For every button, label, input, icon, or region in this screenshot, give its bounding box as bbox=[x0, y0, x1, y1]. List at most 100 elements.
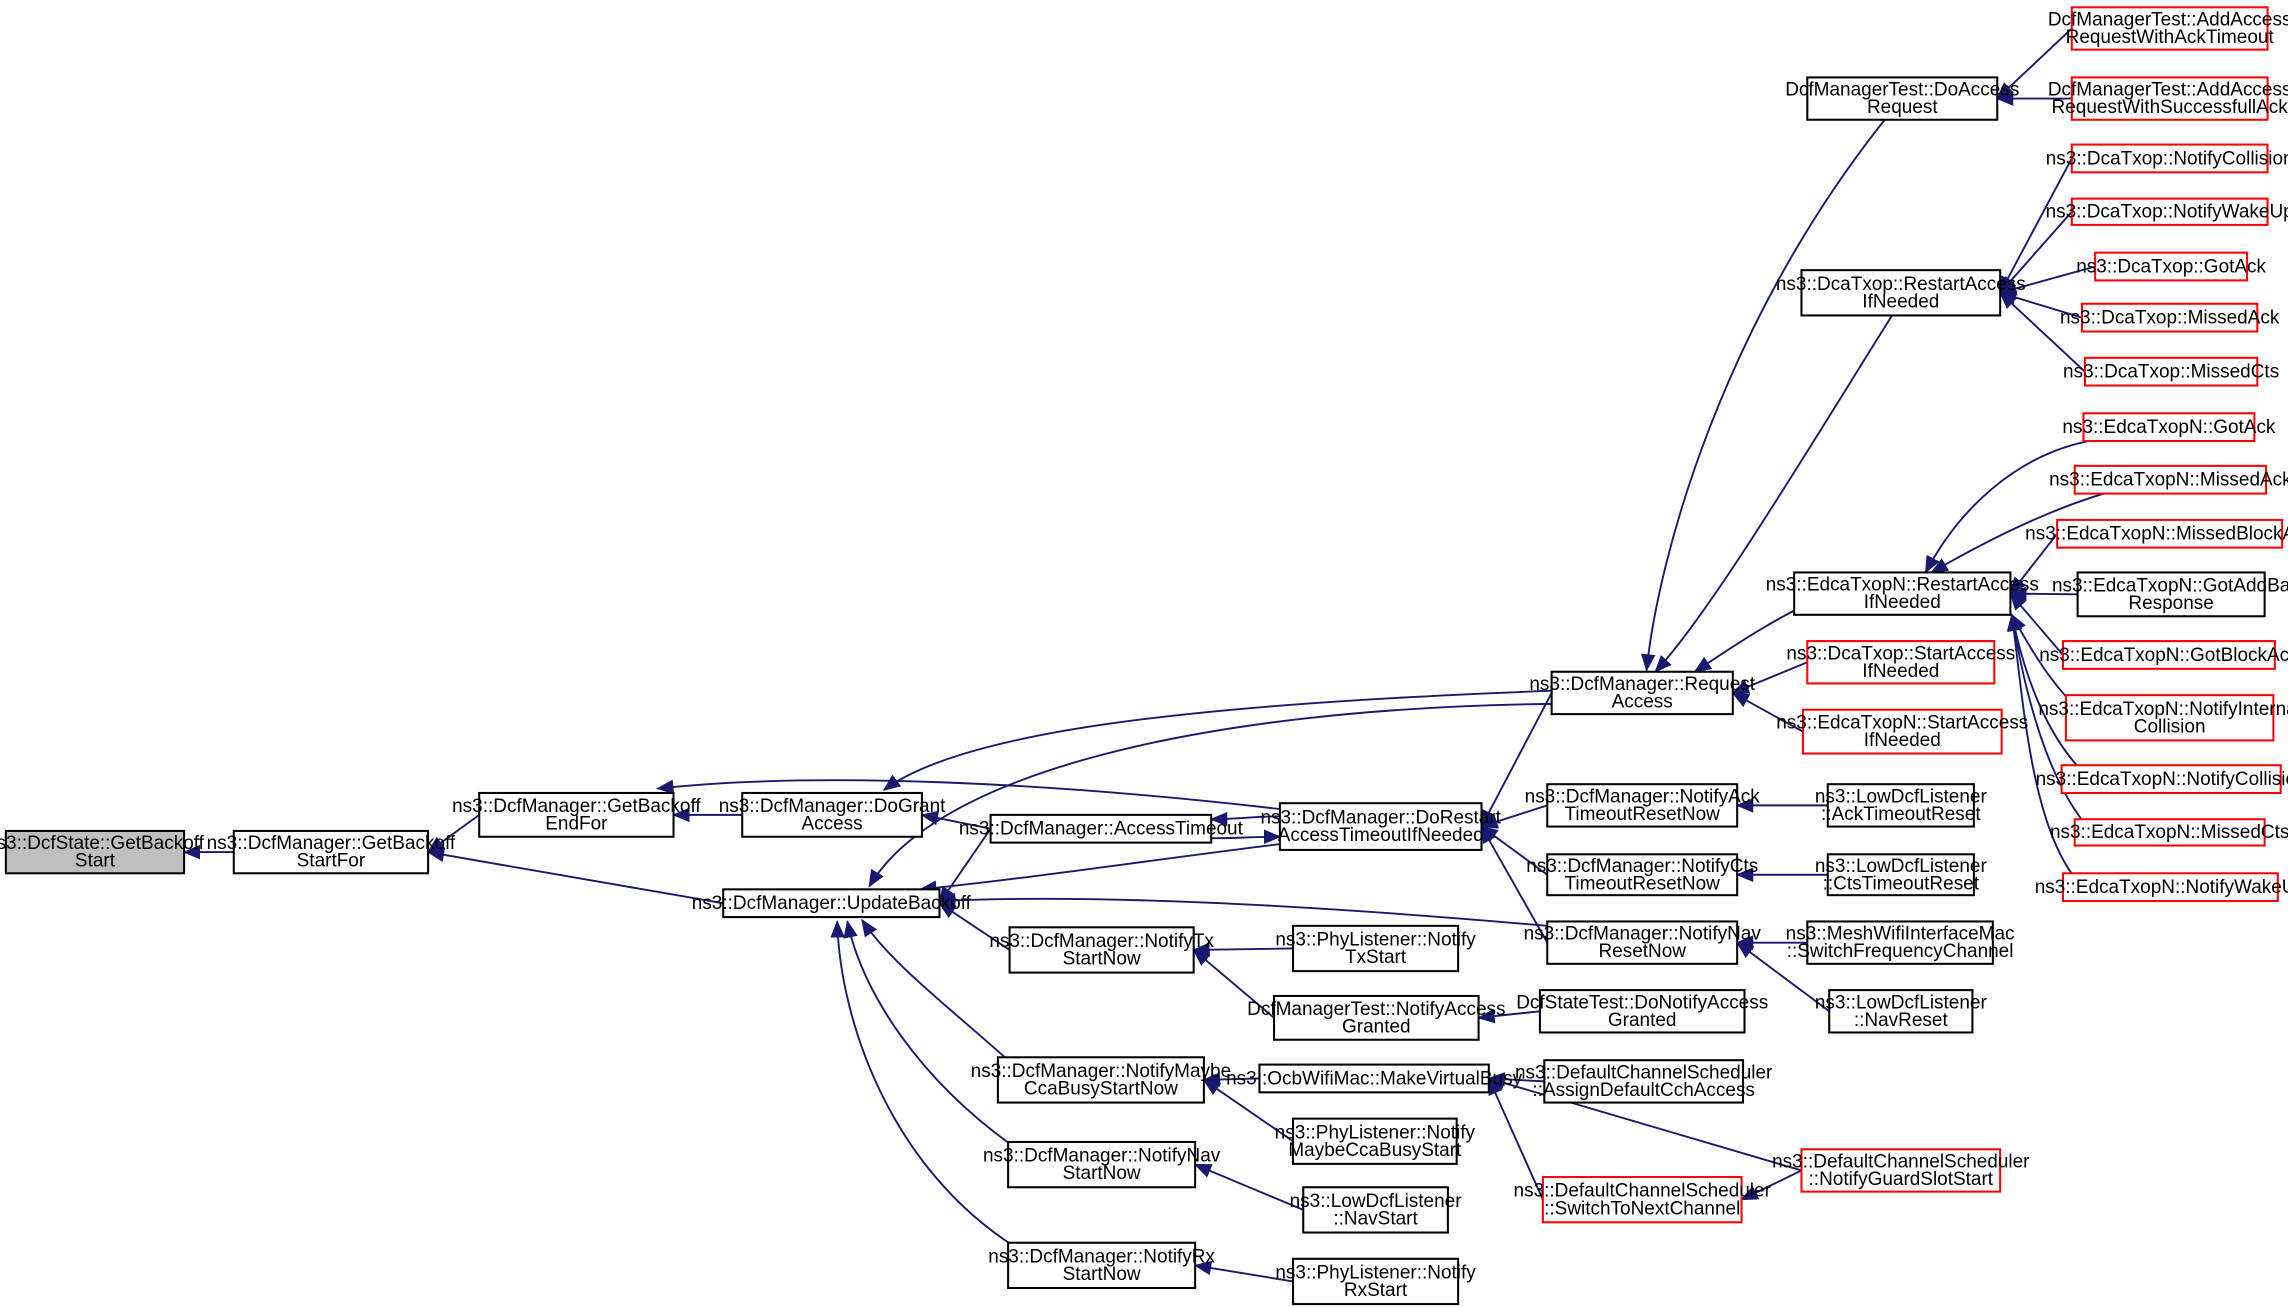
node-label-line: ::AssignDefaultCchAccess bbox=[1532, 1080, 1755, 1101]
node-n43[interactable]: ns3::EdcaTxopN::MissedBlockAck bbox=[2025, 518, 2288, 549]
node-label-line: StartNow bbox=[1063, 1264, 1141, 1285]
node-n22[interactable]: ns3::DefaultChannelScheduler::AssignDefa… bbox=[1515, 1059, 1772, 1104]
edge-n5-to-n6 bbox=[1211, 829, 1282, 845]
node-n34[interactable]: DcfManagerTest::AddAccessRequestWithAckT… bbox=[2048, 6, 2288, 51]
node-n29[interactable]: ns3::LowDcfListener::AckTimeoutReset bbox=[1815, 783, 1987, 828]
node-box bbox=[1826, 853, 1975, 897]
node-n3[interactable]: ns3::DcfManager::UpdateBackoff bbox=[692, 888, 972, 919]
node-n33[interactable]: ns3::DefaultChannelScheduler::NotifyGuar… bbox=[1772, 1148, 2030, 1193]
node-n36[interactable]: ns3::DcaTxop::NotifyCollision bbox=[2046, 143, 2288, 174]
node-n23[interactable]: ns3::DefaultChannelScheduler::SwitchToNe… bbox=[1514, 1176, 1771, 1224]
node-n37[interactable]: ns3::DcaTxop::NotifyWakeUp bbox=[2046, 197, 2288, 226]
node-label-line: Request bbox=[1867, 97, 1938, 118]
node-n8[interactable]: ns3::DcfManager::NotifyMaybeCcaBusyStart… bbox=[971, 1056, 1231, 1104]
node-label-line: ns3::PhyListener::Notify bbox=[1275, 1122, 1476, 1143]
edge-line bbox=[2007, 613, 2093, 834]
node-n18[interactable]: ns3::DcfManager::NotifyAckTimeoutResetNo… bbox=[1525, 783, 1761, 828]
edge-line bbox=[1487, 1075, 1802, 1172]
node-box bbox=[989, 813, 1213, 844]
node-label-line: RequestWithSuccessfullAck bbox=[2052, 97, 2288, 118]
node-n38[interactable]: ns3::DcaTxop::GotAck bbox=[2076, 251, 2267, 282]
node-label-line: ns3::LowDcfListener bbox=[1290, 1191, 1462, 1212]
edge-line bbox=[1999, 211, 2073, 294]
node-box bbox=[1258, 1063, 1490, 1094]
node-n6[interactable]: ns3::DcfManager::DoRestartAccessTimeoutI… bbox=[1260, 802, 1502, 851]
node-n32[interactable]: ns3::LowDcfListener::NavReset bbox=[1815, 989, 1987, 1034]
edge-line bbox=[919, 843, 1280, 896]
node-n13[interactable]: ns3::OcbWifiMac::MakeVirtualBusy bbox=[1226, 1063, 1523, 1094]
edge-line bbox=[1209, 811, 1280, 827]
edge-n43-to-n26 bbox=[2009, 533, 2058, 595]
edge-n16-to-n10 bbox=[1193, 1260, 1294, 1283]
node-label-line: ns3::DcfManager::DoRestart bbox=[1260, 808, 1501, 829]
node-label-line: ns3::DcfManager::NotifyCts bbox=[1526, 856, 1758, 877]
edge-n17-to-n4 bbox=[882, 689, 1552, 791]
node-box bbox=[1801, 708, 2003, 755]
node-box bbox=[1800, 1148, 2002, 1193]
node-label-line: ns3::DcfManager::NotifyTx bbox=[989, 931, 1214, 952]
node-box bbox=[2064, 694, 2275, 742]
edge-line bbox=[656, 779, 1280, 810]
node-n31[interactable]: ns3::MeshWifiInterfaceMac::SwitchFrequen… bbox=[1786, 920, 2015, 965]
node-label-line: MaybeCcaBusyStart bbox=[1288, 1140, 1462, 1161]
node-box bbox=[1008, 926, 1195, 974]
node-box bbox=[2070, 197, 2269, 226]
node-label-line: StartNow bbox=[1063, 1163, 1141, 1184]
node-box bbox=[2070, 76, 2269, 121]
edge-line bbox=[1924, 438, 2097, 574]
node-n35[interactable]: DcfManagerTest::AddAccessRequestWithSucc… bbox=[2048, 76, 2288, 121]
node-n5[interactable]: ns3::DcfManager::AccessTimeout bbox=[959, 813, 1244, 844]
node-n30[interactable]: ns3::LowDcfListener::CtsTimeoutReset bbox=[1815, 853, 1987, 897]
edge-line bbox=[1996, 27, 2073, 100]
edge-n5-to-n3 bbox=[938, 828, 992, 905]
node-n42[interactable]: ns3::EdcaTxopN::MissedAck bbox=[2049, 464, 2288, 495]
node-n48[interactable]: ns3::EdcaTxopN::MissedCts bbox=[2050, 818, 2288, 847]
node-n19[interactable]: ns3::DcfManager::NotifyCtsTimeoutResetNo… bbox=[1526, 853, 1758, 897]
node-label-line: ns3::DcaTxop::NotifyWakeUp bbox=[2046, 202, 2288, 223]
edge-n18-to-n6 bbox=[1480, 804, 1548, 829]
node-n41[interactable]: ns3::EdcaTxopN::GotAck bbox=[2062, 412, 2276, 443]
node-box bbox=[1828, 989, 1974, 1034]
node-n14[interactable]: ns3::PhyListener::NotifyMaybeCcaBusyStar… bbox=[1275, 1117, 1476, 1165]
node-n47[interactable]: ns3::EdcaTxopN::NotifyCollision bbox=[2036, 764, 2288, 794]
node-label-line: ::SwitchFrequencyChannel bbox=[1787, 941, 2014, 962]
node-n40[interactable]: ns3::DcaTxop::MissedCts bbox=[2063, 356, 2279, 387]
node-box bbox=[2073, 818, 2266, 847]
edge-n15-to-n9 bbox=[1193, 1163, 1304, 1211]
edges-layer bbox=[182, 27, 2105, 1283]
node-n39[interactable]: ns3::DcaTxop::MissedAck bbox=[2060, 302, 2280, 333]
node-n49[interactable]: ns3::EdcaTxopN::NotifyWakeUp bbox=[2035, 872, 2288, 903]
node-box bbox=[1806, 76, 1999, 121]
node-label-line: ns3::EdcaTxopN::NotifyWakeUp bbox=[2035, 877, 2288, 898]
node-n45[interactable]: ns3::EdcaTxopN::GotBlockAck bbox=[2039, 640, 2288, 670]
node-n15[interactable]: ns3::LowDcfListener::NavStart bbox=[1290, 1186, 1462, 1234]
edge-n7-to-n3 bbox=[938, 902, 1011, 951]
node-box bbox=[1800, 269, 2002, 317]
node-box bbox=[2094, 251, 2249, 282]
node-label-line: ns3::DcfManager::NotifyMaybe bbox=[971, 1061, 1231, 1082]
edge-line bbox=[1736, 941, 1830, 1013]
node-label-line: ns3::EdcaTxopN::GotAck bbox=[2062, 417, 2276, 438]
node-label-line: ns3::EdcaTxopN::GotBlockAck bbox=[2039, 645, 2288, 666]
node-label-line: StartFor bbox=[297, 851, 366, 872]
